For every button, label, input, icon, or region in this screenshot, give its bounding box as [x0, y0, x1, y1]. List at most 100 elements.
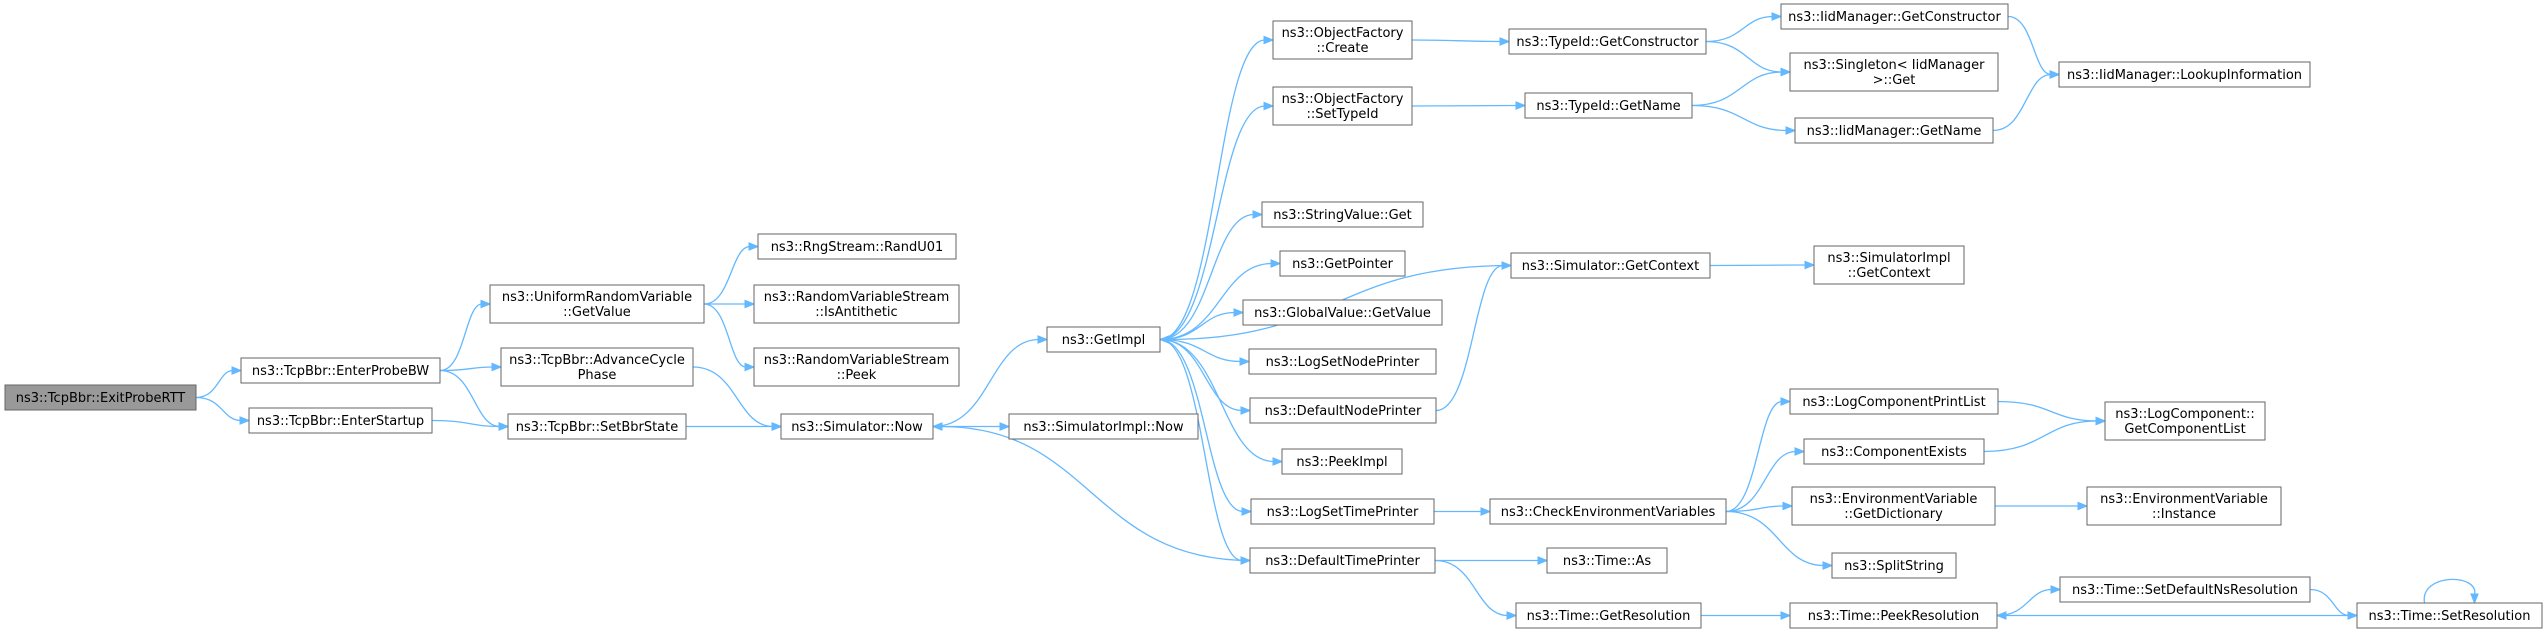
- node-label: ns3::LogComponent::: [2115, 407, 2255, 422]
- edge-exitprobertt-to-enterprobebw: [195, 366, 243, 399]
- edge-of-settypeid-to-typeid-getname: [1411, 101, 1527, 110]
- node-logsettimeprinter[interactable]: ns3::LogSetTimePrinter: [1250, 498, 1435, 525]
- node-time-peekresolution[interactable]: ns3::Time::PeekResolution: [1789, 602, 1998, 629]
- edge-line: [439, 369, 501, 428]
- edge-line: [439, 366, 494, 372]
- node-label: ns3::TcpBbr::EnterProbeBW: [252, 364, 429, 379]
- edge-arrowhead: [1501, 261, 1513, 270]
- node-exitprobertt[interactable]: ns3::TcpBbr::ExitProbeRTT: [4, 384, 197, 411]
- node-of-create[interactable]: ns3::ObjectFactory::Create: [1272, 20, 1413, 60]
- edge-arrowhead: [1272, 457, 1284, 466]
- node-time-as[interactable]: ns3::Time::As: [1546, 547, 1668, 574]
- edge-arrowhead: [1270, 259, 1282, 268]
- node-checkenvvars[interactable]: ns3::CheckEnvironmentVariables: [1489, 498, 1727, 525]
- node-envvar-getdictionary[interactable]: ns3::EnvironmentVariable::GetDictionary: [1791, 486, 1996, 526]
- edge-enterprobebw-to-urv-getvalue: [439, 299, 492, 372]
- node-logsetnodeprinter[interactable]: ns3::LogSetNodePrinter: [1248, 348, 1437, 375]
- edge-line: [1159, 338, 1243, 412]
- edge-iidmanager-getconstructor-to-iidmanager-lookupinformation: [2007, 15, 2061, 79]
- edge-arrowhead: [1499, 37, 1511, 46]
- node-box: [1261, 201, 1424, 228]
- node-box: [1791, 486, 1996, 526]
- node-splitstring[interactable]: ns3::SplitString: [1831, 552, 1957, 579]
- node-singleton-get[interactable]: ns3::Singleton< IidManager>::Get: [1789, 52, 1999, 92]
- node-label: ns3::PeekImpl: [1296, 455, 1387, 470]
- node-iidmanager-getname[interactable]: ns3::IidManager::GetName: [1794, 117, 1994, 144]
- edge-line: [1725, 450, 1797, 513]
- node-label: ns3::TcpBbr::ExitProbeRTT: [16, 391, 186, 406]
- edge-line: [1435, 264, 1504, 412]
- node-getpointer[interactable]: ns3::GetPointer: [1279, 250, 1406, 277]
- node-label: ns3::IidManager::GetName: [1807, 124, 1982, 139]
- edge-time-setresolution-to-time-peekresolution: [1995, 611, 2357, 620]
- node-box: [2059, 576, 2311, 603]
- node-simulator-getcontext[interactable]: ns3::Simulator::GetContext: [1510, 252, 1711, 279]
- node-box: [1803, 438, 1985, 465]
- edge-arrowhead: [491, 362, 503, 372]
- node-label: ns3::RandomVariableStream: [764, 353, 950, 368]
- node-box: [1524, 92, 1693, 119]
- node-label: ns3::TcpBbr::AdvanceCycle: [509, 353, 685, 368]
- node-peekimpl[interactable]: ns3::PeekImpl: [1281, 448, 1403, 475]
- edge-typeid-getname-to-singleton-get: [1691, 67, 1792, 107]
- node-label: ns3::TcpBbr::SetBbrState: [516, 420, 679, 435]
- node-typeid-getname[interactable]: ns3::TypeId::GetName: [1524, 92, 1693, 119]
- node-setbbrstate[interactable]: ns3::TcpBbr::SetBbrState: [507, 413, 687, 440]
- node-label: ns3::LogComponentPrintList: [1802, 395, 1985, 410]
- node-envvar-instance[interactable]: ns3::EnvironmentVariable::Instance: [2086, 486, 2282, 526]
- node-label: ns3::Time::SetResolution: [2369, 609, 2531, 624]
- edge-arrowhead: [1037, 335, 1049, 344]
- edge-checkenvvars-to-componentexists: [1725, 447, 1806, 513]
- node-simulatorimpl-now[interactable]: ns3::SimulatorImpl::Now: [1008, 413, 1199, 440]
- node-time-setresolution[interactable]: ns3::Time::SetResolution: [2356, 602, 2543, 629]
- edge-arrowhead: [1233, 308, 1245, 317]
- node-globalvalue-getvalue[interactable]: ns3::GlobalValue::GetValue: [1242, 299, 1443, 326]
- node-randu01[interactable]: ns3::RngStream::RandU01: [757, 233, 957, 260]
- node-time-setdefaultnsresolution[interactable]: ns3::Time::SetDefaultNsResolution: [2059, 576, 2311, 603]
- edge-getimpl-to-of-settypeid: [1159, 101, 1275, 341]
- edge-defaulttimeprinter-to-simulator-now: [931, 422, 1251, 562]
- node-box: [1489, 498, 1727, 525]
- node-label: ns3::GlobalValue::GetValue: [1254, 306, 1431, 321]
- node-logcomponent-getcomponentlist[interactable]: ns3::LogComponent::GetComponentList: [2104, 401, 2266, 441]
- node-stringvalue-get[interactable]: ns3::StringValue::Get: [1261, 201, 1424, 228]
- node-defaultnodeprinter[interactable]: ns3::DefaultNodePrinter: [1249, 397, 1437, 424]
- node-simulator-now[interactable]: ns3::Simulator::Now: [780, 413, 934, 440]
- node-isantithetic[interactable]: ns3::RandomVariableStream::IsAntithetic: [753, 284, 960, 324]
- node-urv-getvalue[interactable]: ns3::UniformRandomVariable::GetValue: [489, 284, 705, 324]
- node-time-getresolution[interactable]: ns3::Time::GetResolution: [1515, 602, 1702, 629]
- edge-line: [932, 338, 1040, 428]
- edge-time-setresolution-to-time-setresolution: [2423, 578, 2479, 605]
- node-defaulttimeprinter[interactable]: ns3::DefaultTimePrinter: [1249, 547, 1436, 574]
- node-getimpl[interactable]: ns3::GetImpl: [1046, 326, 1161, 353]
- node-componentexists[interactable]: ns3::ComponentExists: [1803, 438, 1985, 465]
- node-enterstartup[interactable]: ns3::TcpBbr::EnterStartup: [248, 407, 433, 434]
- node-typeid-getconstructor[interactable]: ns3::TypeId::GetConstructor: [1508, 28, 1707, 55]
- edge-arrowhead: [1785, 126, 1797, 135]
- node-box: [1249, 397, 1437, 424]
- node-box: [1272, 20, 1413, 60]
- node-of-settypeid[interactable]: ns3::ObjectFactory::SetTypeId: [1272, 86, 1413, 126]
- edge-arrowhead: [2050, 585, 2062, 594]
- node-label: ::Peek: [837, 368, 877, 383]
- edge-arrowhead: [1794, 447, 1806, 456]
- node-logcomponentprintlist[interactable]: ns3::LogComponentPrintList: [1789, 388, 1999, 415]
- node-box: [1515, 602, 1702, 629]
- edge-typeid-getconstructor-to-iidmanager-getconstructor: [1705, 12, 1783, 43]
- node-iidmanager-lookupinformation[interactable]: ns3::IidManager::LookupInformation: [2058, 61, 2311, 88]
- edge-enterstartup-to-setbbrstate: [431, 419, 510, 431]
- node-label: ns3::Singleton< IidManager: [1803, 58, 1985, 73]
- edge-line: [1159, 39, 1266, 341]
- edge-of-create-to-typeid-getconstructor: [1411, 37, 1511, 46]
- edge-line: [1725, 510, 1825, 567]
- node-peek[interactable]: ns3::RandomVariableStream::Peek: [753, 347, 960, 387]
- edge-line: [940, 425, 1251, 562]
- node-box: [1250, 498, 1435, 525]
- node-box: [1242, 299, 1443, 326]
- node-enterprobebw[interactable]: ns3::TcpBbr::EnterProbeBW: [240, 357, 441, 384]
- edge-arrowhead: [744, 299, 756, 309]
- node-iidmanager-getconstructor[interactable]: ns3::IidManager::GetConstructor: [1780, 3, 2009, 30]
- node-box: [1046, 326, 1161, 353]
- node-simulatorimpl-getcontext[interactable]: ns3::SimulatorImpl::GetContext: [1813, 245, 1965, 285]
